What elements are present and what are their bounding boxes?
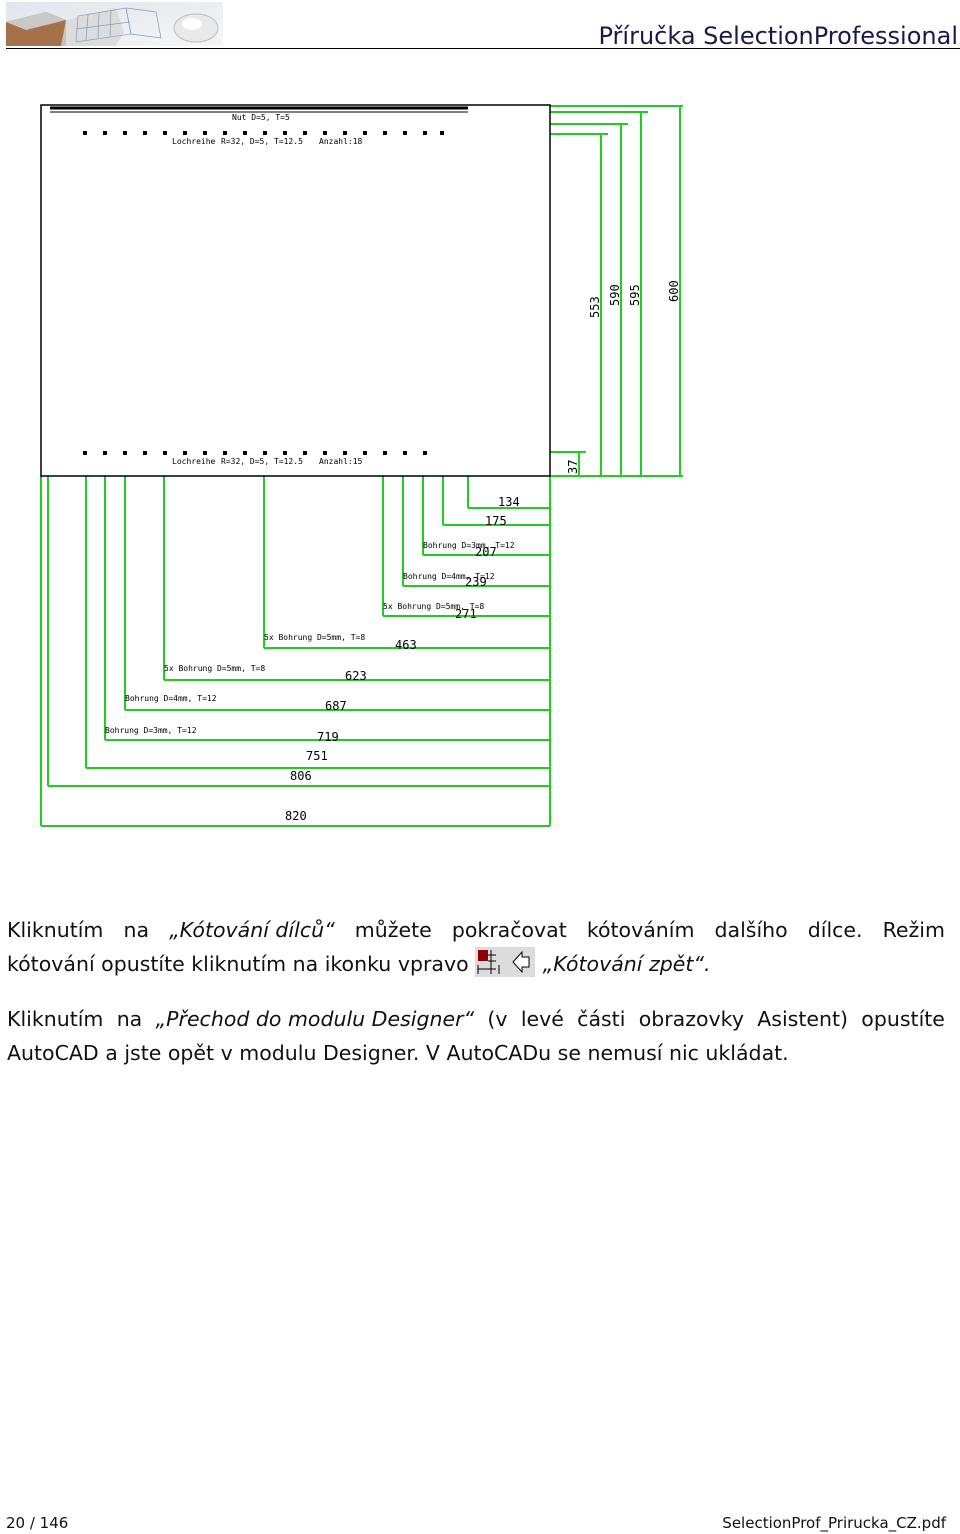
vdim-590: 590 (608, 284, 622, 306)
nut-label: Nut D=5, T=5 (232, 113, 290, 122)
text-run: kótování opustíte kliknutím na ikonku vp… (7, 952, 469, 976)
paragraph-line: AutoCAD a jste opět v modulu Designer. V… (7, 1041, 789, 1065)
paragraph-line: Kliknutím na „Kótování dílců“ můžete pok… (7, 913, 945, 947)
hdim-239: 239 (465, 575, 487, 589)
italic-command-name: „Kótování dílců“ (169, 918, 335, 942)
hdim-271: 271 (455, 607, 477, 621)
word: pokračovat (451, 918, 567, 942)
footer-filename: SelectionProf_Prirucka_CZ.pdf (722, 1514, 946, 1532)
document-header-title: Příručka SelectionProfessional (598, 22, 958, 50)
word: obrazovky (638, 1007, 744, 1031)
back-arrow-icon (511, 950, 530, 974)
hdim-207: 207 (475, 545, 497, 559)
hdim-806: 806 (290, 769, 312, 783)
hdim-719: 719 (317, 730, 339, 744)
dimension-lines (40, 105, 683, 827)
word: dalšího (714, 918, 788, 942)
part-outline (40, 104, 551, 477)
word: Asistent) (757, 1007, 849, 1031)
drill-label-1: Bohrung D=4mm, T=12 (403, 572, 495, 581)
row1-label-1: R=32, D=5, T=12.5 (221, 137, 303, 146)
header-logo-image (6, 2, 223, 46)
word: (v (487, 1007, 508, 1031)
word: části (577, 1007, 626, 1031)
drill-label-2: 5x Bohrung D=5mm, T=8 (383, 602, 484, 611)
paragraph-dimensioning: Kliknutím na „Kótování dílců“ můžete pok… (7, 913, 945, 981)
vdim-600: 600 (667, 280, 681, 302)
header-divider (6, 48, 960, 49)
hole-markers-bottom (83, 451, 427, 455)
drill-label-0: Bohrung D=3mm, T=12 (423, 541, 515, 550)
paragraph-line: kótování opustíte kliknutím na ikonku vp… (7, 947, 945, 981)
italic-command-name: „Kótování zpět“. (542, 952, 711, 976)
drill-label-6: Bohrung D=3mm, T=12 (105, 726, 197, 735)
word: opustíte (861, 1007, 945, 1031)
row2-label-2: Anzahl:15 (319, 457, 363, 466)
hdim-175: 175 (485, 514, 507, 528)
page-number: 20 / 146 (6, 1514, 69, 1532)
hdim-751: 751 (306, 749, 328, 763)
word: levé (520, 1007, 564, 1031)
word: Kliknutím (7, 918, 104, 942)
cad-dimension-drawing: Nut D=5, T=5 Lochreihe R=32, D=5, T=12.5… (40, 104, 683, 827)
word: na (116, 1007, 143, 1031)
word: můžete (354, 918, 432, 942)
vdim-595: 595 (628, 284, 642, 306)
hdim-820: 820 (285, 809, 307, 823)
paragraph-line: Kliknutím na „Přechod do modulu Designer… (7, 1002, 945, 1036)
drill-label-3: 5x Bohrung D=5mm, T=8 (264, 633, 365, 642)
word: na (123, 918, 150, 942)
hdim-134: 134 (498, 495, 520, 509)
drill-label-4: 5x Bohrung D=5mm, T=8 (164, 664, 265, 673)
hdim-623: 623 (345, 669, 367, 683)
paragraph-designer: Kliknutím na „Přechod do modulu Designer… (7, 1002, 945, 1070)
row2-label-1: R=32, D=5, T=12.5 (221, 457, 303, 466)
hdim-463: 463 (395, 638, 417, 652)
vdim-37: 37 (566, 460, 580, 474)
row1-label-2: Anzahl:18 (319, 137, 363, 146)
dimension-tool-icon (474, 947, 535, 977)
hole-markers-top (83, 131, 444, 135)
italic-command-name: „Přechod do modulu Designer“ (155, 1007, 475, 1031)
word: Režim (882, 918, 945, 942)
word: kótováním (586, 918, 695, 942)
word: dílce. (807, 918, 863, 942)
drill-label-5: Bohrung D=4mm, T=12 (125, 694, 217, 703)
hdim-687: 687 (325, 699, 347, 713)
vdim-553: 553 (588, 296, 602, 318)
row1-label-0: Lochreihe (172, 137, 216, 146)
row2-label-0: Lochreihe (172, 457, 216, 466)
word: Kliknutím (7, 1007, 104, 1031)
